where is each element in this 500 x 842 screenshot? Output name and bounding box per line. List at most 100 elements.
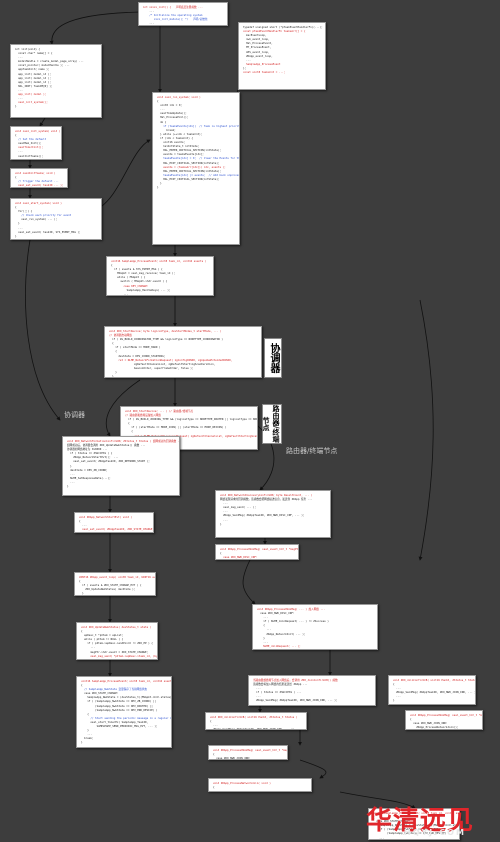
code-line: ... <box>257 616 268 620</box>
code-line: osal_msg_send( ... ); <box>220 506 256 510</box>
coordinator-label: 协调器 <box>64 411 85 419</box>
arrow-init-to-small1 <box>39 117 46 127</box>
code-line: Hal_ProcessPoll(); <box>157 116 189 120</box>
code-line: case ZDO_NWK_DISC_CNF: <box>257 612 295 616</box>
code-line: ZDApp_ProcessNetworkJoin(); <box>410 726 459 730</box>
code-line: HAL_ENTER_CRITICAL_SECTION(intState); <box>157 149 222 153</box>
code-line: ... <box>15 226 23 230</box>
code-line: void ZDApp_ProcessOSALMsg( osal_event_hd… <box>220 548 299 551</box>
code-line: osal_init_system(); <box>15 101 48 105</box>
code-line: void osalInitTasks( void ) <box>15 172 56 175</box>
code-line: { <box>257 624 265 628</box>
code-line: osal_set_event( taskID ... ); <box>15 184 64 188</box>
code-line: ... <box>220 510 228 514</box>
code-box-coordinator-start: void ZDO_StartDevice( byte logicalType, … <box>104 326 262 378</box>
code-line: (SampleApp_NwkState == DEV_END_DEVICE) ) <box>373 832 450 836</box>
code-box-init: int init(void) { const char* name[] = { … <box>10 44 102 118</box>
code-line: osalMem_Init(); <box>15 142 42 146</box>
code-line: } <box>109 370 117 374</box>
code-line: ... <box>220 518 228 522</box>
code-line: ... <box>210 724 218 728</box>
code-line: int init(void) { <box>15 48 40 51</box>
code-line: osal_msg_send( *pItem->epDesc->task_id, … <box>90 654 158 658</box>
code-line: for(;;) { <box>15 210 33 214</box>
code-line: ... <box>253 695 261 699</box>
code-line: const pTaskEventHandlerFn tasksArr[] = { <box>243 30 306 34</box>
code-line: { <box>79 520 81 524</box>
code-line: { <box>111 264 113 268</box>
code-line: ... <box>67 472 75 476</box>
code-line: UINT16 ZDApp_event_loop( uint8 task_id, … <box>79 576 156 579</box>
code-line: ZDApp_event_loop, <box>243 54 273 58</box>
code-line: NLME_JoinRequest( ... ); <box>257 644 301 648</box>
code-line: void ZDO_NetworkDiscoveryConfirmCB( byte… <box>220 494 313 497</box>
code-line: if ( (SampleApp_NwkState == DEV_ROUTER) … <box>373 828 445 832</box>
code-box-osal-run-system: void osal_run_system( void ){ uint8 idx … <box>152 92 240 245</box>
code-line: case ZDO_NWK_JOIN_IND: <box>213 757 251 760</box>
code-box-zdapp-event-loop: UINT16 ZDApp_event_loop( uint8 task_id, … <box>74 572 156 596</box>
code-box-disc-cnf: void ZDApp_ProcessOSALMsg( osal_event_hd… <box>215 544 299 560</box>
code-line: } <box>15 105 17 109</box>
code-line: void osal_start_system( void ) <box>15 202 62 205</box>
code-line: { <box>157 100 159 104</box>
code-box-top-callback: int xxxxx_init() { 声明底层注册函数 ... ... /* I… <box>138 2 228 26</box>
code-line: 组网成功后，协调器会调用 ZDO_UpdateNwkStatus() 函数 ..… <box>67 444 146 448</box>
code-box-right-msg: void ZDApp_ProcessOSALMsg( osal_event_hd… <box>405 710 483 730</box>
code-line: devState = DEV_COORD_STARTING; <box>109 354 166 358</box>
code-line: void ZDApp_ProcessNetworkJoin( void ) <box>213 782 271 785</box>
code-box-formation-confirm: void ZDO_NetworkFormationConfirmCB( ZSta… <box>62 436 180 496</box>
code-line: ... <box>257 628 272 632</box>
code-line: { <box>213 753 215 757</box>
code-box-osal-init-tasks: void osalInitTasks( void ){ // Trigger t… <box>10 168 68 188</box>
code-line: { <box>15 176 17 180</box>
code-line: } <box>15 222 20 226</box>
code-line: 当路由器或终端节点加入网络后，会调用 ZDO_JoinConfirmCB() 函… <box>253 679 338 682</box>
code-line: } <box>81 659 153 660</box>
code-line: { <box>79 580 81 584</box>
code-line: void ZDApp_NetworkStartEvt( void ) <box>79 516 133 519</box>
code-line: ... <box>393 695 401 699</box>
code-line: HAL_EXIT_CRITICAL_SECTION(intState); <box>157 177 220 181</box>
code-line: ... <box>143 22 154 26</box>
code-line: ... <box>143 10 154 14</box>
code-line: } <box>257 636 265 640</box>
code-line: switch ( MSGpkt->hdr.event ) { <box>111 280 168 284</box>
code-line: // Trigger the default ... <box>15 180 59 184</box>
code-line: SampleApp_HandleKeys( ... ); <box>111 288 171 292</box>
code-line: osalInitTasks(); <box>15 154 44 158</box>
code-line: SampleApp_NwkState = (devStates_t)(MSGpk… <box>81 696 172 700</box>
code-line: } <box>220 522 222 526</box>
code-line: case ZDO_NWK_JOIN_IND: <box>410 722 448 726</box>
code-line: app_init( model ); <box>15 93 47 97</box>
code-line: ZDApp_SendMsg( ZDAppTaskID, ZDO_NWK_JOIN… <box>253 699 338 703</box>
code-line: }; <box>243 66 247 70</box>
code-line: { <box>210 720 212 724</box>
code-line: ... <box>111 292 129 296</box>
code-box-sampleapp-state-change: uint16 SampleApp_ProcessEvent( uint8 tas… <box>76 676 172 748</box>
watermark-site: HQYJ.COM <box>404 828 466 837</box>
watermark-brand: 华清远见 <box>366 806 475 836</box>
code-line: void ZDO_NetworkFormationConfirmCB( ZSta… <box>67 440 180 443</box>
code-box-discovery-confirm: void ZDO_NetworkDiscoveryConfirmCB( byte… <box>215 490 331 538</box>
code-line: ... <box>67 480 75 484</box>
code-line: const char* name[] = { <box>15 52 53 56</box>
code-line: osal_start_timerEx( SampleApp_TaskID, <box>81 720 149 724</box>
code-line: int xxxxx_init() { 声明底层注册函数 ... <box>143 6 203 9</box>
code-line: { <box>81 630 83 634</box>
code-line: ... <box>79 524 87 528</box>
code-line: 协调器的网络地址为 0x0000 ... <box>67 448 108 452</box>
code-line: if ( Status == ZSUCCESS ) { <box>67 452 113 456</box>
code-line: if ( events & SYS_EVENT_MSG ) { <box>111 268 163 272</box>
code-box-join-request: void ZDApp_ProcessOSALMsg( ... ) 加入网络 ..… <box>252 604 378 650</box>
code-line: // Set the default <box>15 138 47 142</box>
arrow-r7-to-r8 <box>339 791 416 809</box>
code-line: } while (++idx < tasksCnt); <box>157 132 203 136</box>
code-line: // Start sending the periodic message in… <box>90 716 172 720</box>
code-line: ZDApp_SendMsg( ZDAppTaskID, ZDO_NWK_JOIN… <box>210 728 295 730</box>
code-line: modelHandle = create_model_page_array( .… <box>15 60 84 64</box>
code-line: const uint8 tasksCnt = ...; <box>243 71 286 75</box>
code-line: app_init( model_id ); <box>15 80 51 84</box>
code-line: if ( NLME_JoinRequest( ... ) != ZSuccess… <box>257 620 329 624</box>
code-line: void osal_run_system( void ) <box>157 96 201 99</box>
